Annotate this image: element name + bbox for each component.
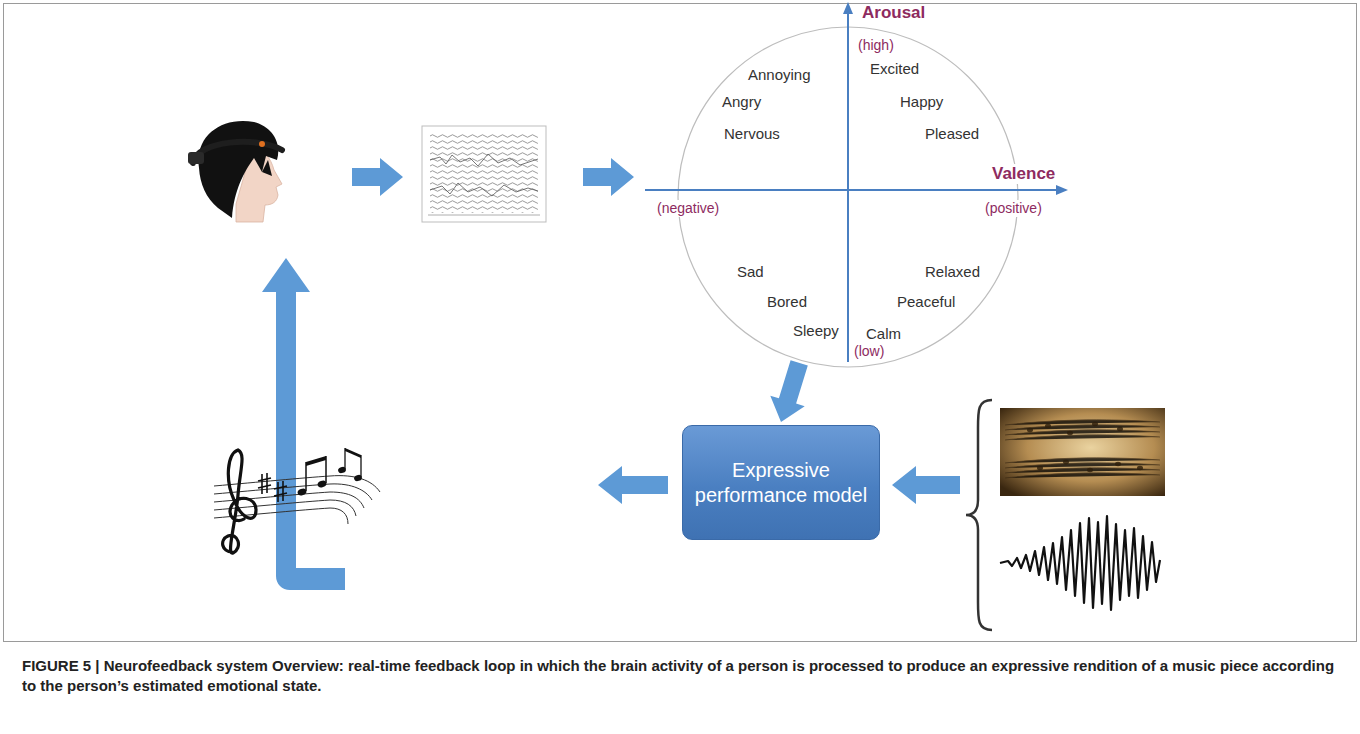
emotion-label: Peaceful — [897, 293, 955, 311]
feedback-arrow — [262, 258, 345, 590]
emotion-label: Sad — [737, 263, 764, 281]
music-notation-icon — [214, 448, 380, 553]
head-illustration — [188, 121, 282, 222]
axis-arrowhead — [1056, 185, 1068, 195]
emotion-label: Happy — [900, 93, 943, 111]
pole-label: (positive) — [983, 200, 1044, 217]
figure-frame — [4, 4, 1357, 642]
hair-strand — [262, 160, 272, 176]
emotion-circle-outline — [640, 0, 1080, 380]
emotion-label: Excited — [870, 60, 919, 78]
pole-label: (high) — [858, 37, 894, 54]
notes — [297, 448, 363, 497]
emotion-label: Calm — [866, 325, 901, 343]
emotion-label: Sleepy — [793, 322, 839, 340]
eeg-wave — [430, 154, 538, 166]
flow-connector — [770, 360, 808, 422]
eeg-trace — [422, 126, 546, 222]
audio-waveform — [1000, 516, 1160, 610]
eeg-waves — [430, 133, 538, 213]
flow-arrow — [352, 158, 403, 196]
eeg-axis — [428, 215, 540, 216]
emotion-label: Bored — [767, 293, 807, 311]
curly-bracket — [966, 400, 992, 630]
eeg-device — [188, 152, 204, 164]
figure-caption: FIGURE 5 | Neurofeedback system Overview… — [22, 656, 1338, 696]
emotion-label: Angry — [722, 93, 761, 111]
pole-label: (negative) — [655, 200, 721, 217]
axis-arrowhead — [843, 2, 853, 14]
treble-clef — [223, 450, 256, 553]
valence-axis — [645, 189, 1058, 191]
arousal-axis — [847, 12, 849, 362]
flow-arrow — [583, 158, 634, 196]
emotion-label: Pleased — [925, 125, 979, 143]
process-box: Expressive performance model — [682, 425, 880, 540]
process-label: Expressive performance model — [693, 458, 869, 508]
emotion-label: Annoying — [748, 66, 811, 84]
emotion-label: Nervous — [724, 125, 780, 143]
emotion-label: Relaxed — [925, 263, 980, 281]
hair — [198, 121, 278, 218]
eeg-panel — [422, 126, 546, 222]
flow-arrow — [770, 360, 808, 422]
electrode — [259, 141, 265, 147]
sheet-music-photo — [1000, 408, 1165, 496]
pole-label: (low) — [854, 343, 884, 360]
eeg-wave — [430, 183, 538, 196]
box-text-group: Expressive performance model — [693, 458, 869, 508]
eeg-headband — [193, 142, 282, 163]
flow-arrow — [892, 466, 960, 504]
axis-label: Arousal — [862, 3, 925, 23]
sharp-signs — [258, 473, 287, 502]
flow-arrow — [598, 466, 668, 504]
emotion-circle: Arousal (high) Annoying ExcitedAngry HappyNe… — [640, 0, 1080, 380]
axis-label: Valence — [990, 164, 1057, 184]
